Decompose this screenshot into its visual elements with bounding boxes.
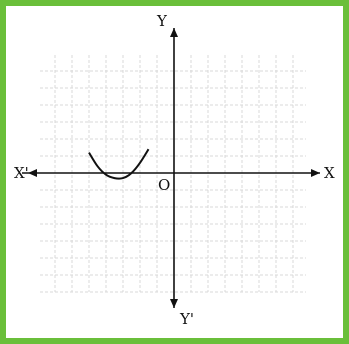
- x-negative-label: X': [14, 164, 29, 182]
- y-negative-label: Y': [179, 310, 194, 328]
- y-axis-arrow-down: [170, 299, 178, 308]
- axes: [22, 28, 320, 308]
- x-axis-arrow-left: [28, 169, 37, 177]
- x-positive-label: X: [324, 164, 335, 182]
- y-positive-label: Y: [156, 12, 168, 30]
- y-axis-arrow-up: [170, 28, 178, 37]
- parabola-curve: [88, 148, 150, 180]
- origin-label: O: [158, 176, 170, 194]
- x-axis-arrow-right: [311, 169, 320, 177]
